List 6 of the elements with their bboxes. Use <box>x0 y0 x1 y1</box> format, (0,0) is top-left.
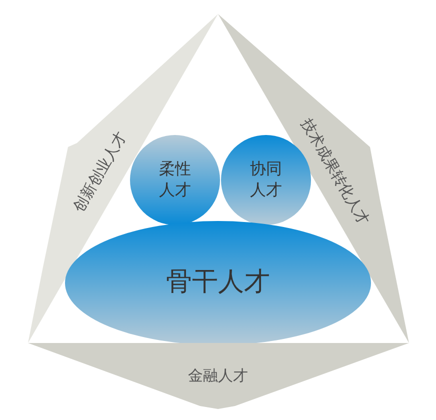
circle-label: 骨干人才 <box>165 266 271 300</box>
band-label: 金融人才 <box>188 366 248 386</box>
circle-label: 协同人才 <box>249 159 283 201</box>
band-label: 创新创业人才 <box>69 128 131 216</box>
circle-label: 柔性人才 <box>158 159 192 201</box>
band-label: 技术成果转化人才 <box>296 115 374 229</box>
